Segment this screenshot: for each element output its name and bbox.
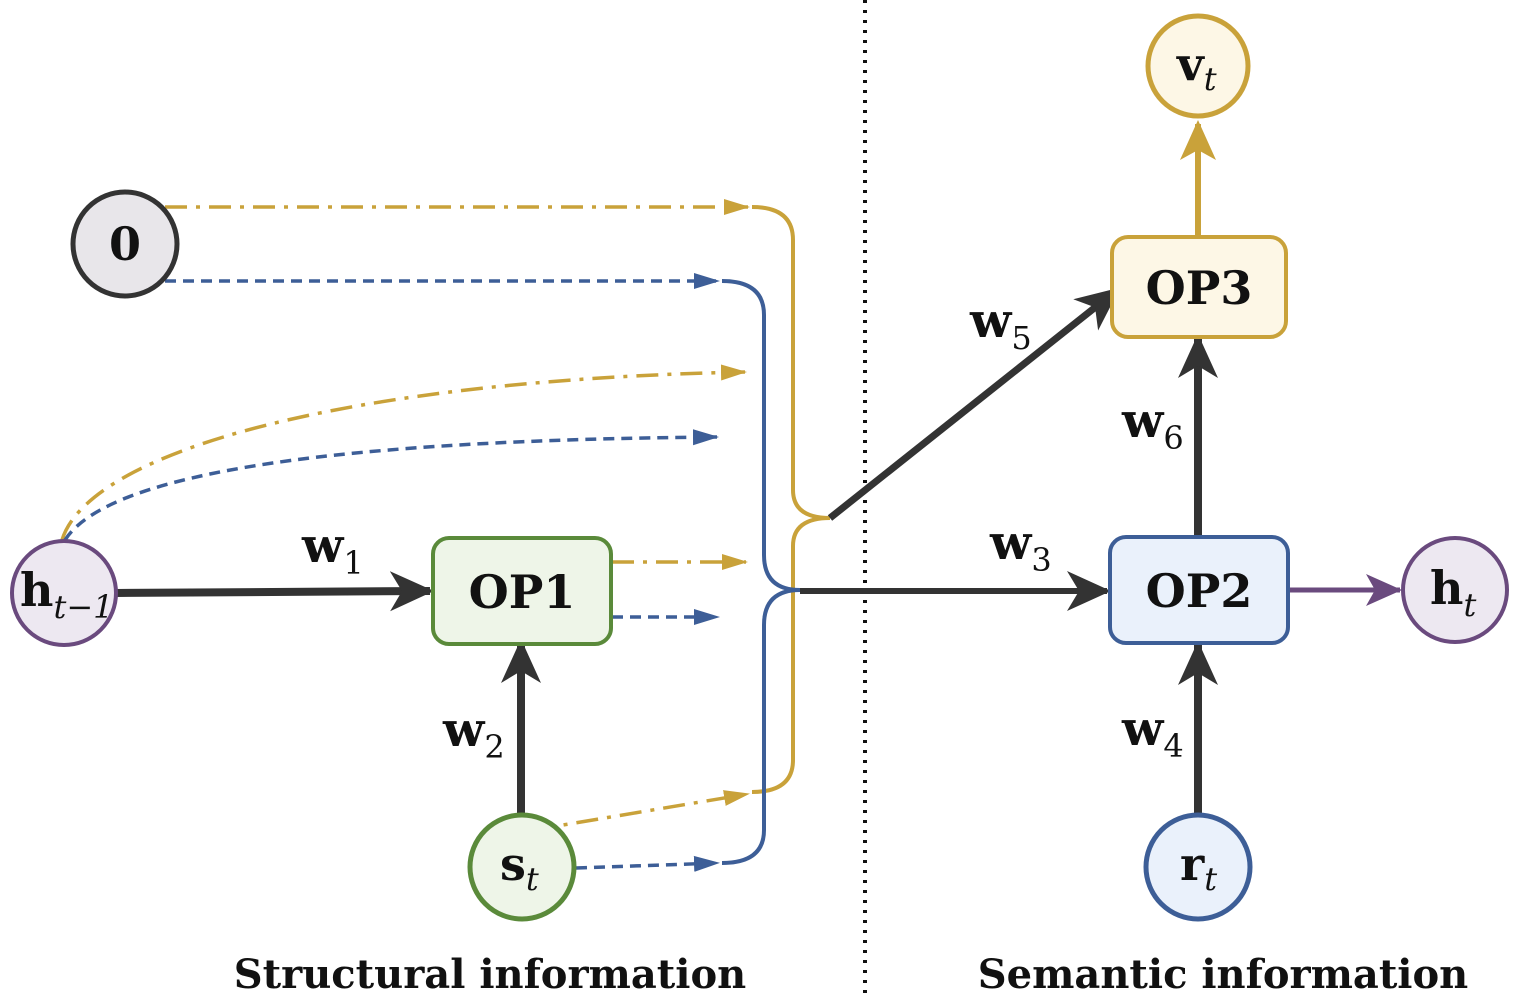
hprev-to-brace-blue-flow bbox=[63, 429, 719, 541]
s-t-label: st bbox=[500, 837, 539, 898]
h-prev-node: ht−1 bbox=[10, 539, 118, 647]
hprev-to-op1-arrow bbox=[115, 571, 434, 612]
op1-label: OP1 bbox=[469, 565, 576, 619]
structural-caption: Structural information bbox=[234, 951, 746, 998]
op1-box: OP1 bbox=[431, 536, 613, 646]
op2-box: OP2 bbox=[1108, 535, 1290, 645]
zero-node: 0 bbox=[70, 189, 180, 299]
brace-to-op3-arrow bbox=[827, 287, 1121, 521]
w5-label: w5 bbox=[969, 293, 1032, 357]
h-t-node: ht bbox=[1401, 536, 1509, 644]
semantic-caption: Semantic information bbox=[978, 951, 1469, 998]
w2-label: w2 bbox=[442, 702, 505, 766]
st-to-brace-blue-flow bbox=[575, 855, 720, 872]
w1-label: w1 bbox=[301, 518, 364, 582]
v-t-label: vt bbox=[1176, 37, 1217, 98]
h-prev-label: ht−1 bbox=[20, 563, 113, 626]
w6-label: w6 bbox=[1121, 393, 1184, 457]
op3-label: OP3 bbox=[1146, 261, 1253, 315]
v-t-node: vt bbox=[1145, 13, 1251, 119]
r-t-node: rt bbox=[1143, 812, 1253, 922]
w4-label: w4 bbox=[1121, 701, 1184, 765]
w3-label: w3 bbox=[989, 515, 1052, 579]
h-t-label: ht bbox=[1430, 561, 1476, 624]
op3-box: OP3 bbox=[1110, 235, 1288, 339]
r-t-label: rt bbox=[1180, 837, 1217, 898]
s-t-node: st bbox=[467, 812, 577, 922]
op2-label: OP2 bbox=[1146, 564, 1253, 618]
hprev-to-brace-gold-flow bbox=[60, 364, 747, 541]
zero-node-label: 0 bbox=[109, 217, 141, 271]
st-to-brace-gold-flow bbox=[532, 790, 750, 832]
